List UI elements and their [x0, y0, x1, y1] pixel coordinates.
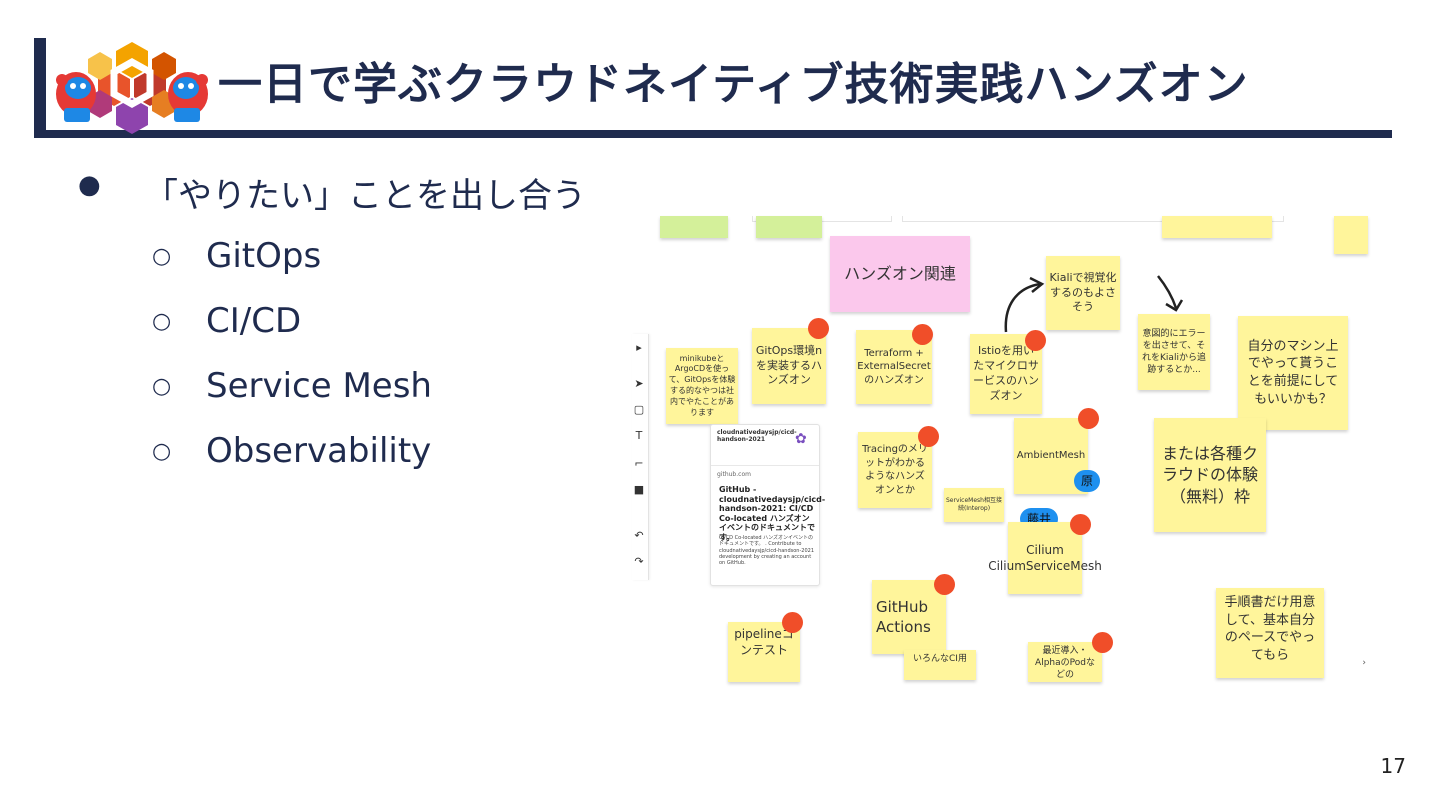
vote-dot [918, 426, 939, 447]
card-site: github.com [717, 471, 751, 478]
vote-dot [934, 574, 955, 595]
select-tool-icon[interactable]: ▸ [636, 341, 642, 354]
card-repo: cloudnativedaysjp/cicd-handson-2021 [717, 429, 797, 444]
board-frame-edge [752, 216, 892, 222]
header-underline [34, 130, 1392, 138]
section-label-note: ハンズオン関連 [830, 236, 970, 312]
sticky-note: Cilium CiliumServiceMesh [988, 522, 1102, 594]
bullet-circle-icon: ○ [152, 374, 172, 399]
frame-tool-icon[interactable]: ⌐ [634, 457, 644, 470]
link-preview-card[interactable]: cloudnativedaysjp/cicd-handson-2021 ✿ gi… [710, 424, 826, 586]
whiteboard-screenshot: ▸ ➤ ▢ T ⌐ ■ ↶ ↷ ハンズオン関連 minikubeとArgoCDを… [632, 216, 1368, 682]
sticky-note: Kialiで視覚化するのもよさそう [1046, 256, 1120, 330]
board-toolbar[interactable]: ▸ ➤ ▢ T ⌐ ■ ↶ ↷ [632, 334, 649, 580]
arrow-curve-icon [1004, 276, 1045, 333]
slide-title: 一日で学ぶクラウドネイティブ技術実践ハンズオン [218, 59, 1249, 110]
vote-dot [1070, 514, 1091, 535]
sticky-note: 自分のマシン上でやって貰うことを前提にしてもいいかも？ [1238, 316, 1348, 430]
sticky-note [1162, 216, 1272, 238]
sticky-note: 手順書だけ用意して、基本自分のペースでやってもら [1216, 588, 1324, 678]
scroll-right-icon[interactable]: › [1362, 658, 1366, 668]
vote-dot [912, 324, 933, 345]
sticky-note: Istioを用いたマイクロサービスのハンズオン [970, 334, 1042, 414]
arrow-down-icon [1157, 275, 1184, 312]
sticky-note: または各種クラウドの体験（無料）枠 [1154, 418, 1266, 532]
sticky-note [660, 216, 728, 238]
board-frame-edge [902, 216, 1284, 222]
bullet-dot-icon: ● [78, 170, 101, 200]
sticky-note: ServiceMesh相互接続(Interop) [944, 488, 1004, 522]
sticky-note: Tracingのメリットがわかるようなハンズオンとか [858, 432, 932, 508]
bullet-circle-icon: ○ [152, 439, 172, 464]
vote-dot [1025, 330, 1046, 351]
header-accent-bar [34, 38, 46, 136]
sticky-note: minikubeとArgoCDを使って、GitOpsを体験する的なやつは社内でや… [666, 348, 738, 424]
vote-dot [808, 318, 829, 339]
sub-bullet-text: CI/CD [206, 301, 302, 341]
vote-dot [1078, 408, 1099, 429]
user-tag: 原 [1074, 470, 1101, 492]
sticky-note [756, 216, 822, 238]
note-tool-icon[interactable]: ▢ [633, 403, 645, 416]
logo-icon [56, 42, 208, 134]
sub-bullet-text: Service Mesh [206, 366, 432, 406]
sticky-note [1334, 216, 1368, 254]
cncf-logo-icon: ✿ [795, 431, 807, 447]
card-headline: GitHub - cloudnativedaysjp/cicd-handson-… [719, 485, 826, 542]
vote-dot [782, 612, 803, 633]
page-number: 17 [1380, 754, 1406, 778]
card-divider [711, 465, 819, 466]
card-description: CI/CD Co-located ハンズオンイベントのドキュメントです。 . C… [719, 535, 815, 566]
text-tool-icon[interactable]: T [635, 429, 643, 442]
cursor-tool-icon[interactable]: ➤ [634, 377, 644, 390]
redo-icon[interactable]: ↷ [634, 555, 644, 568]
shape-tool-icon[interactable]: ■ [633, 483, 645, 496]
sticky-note: GitOps環境nを実装するハンズオン [752, 328, 826, 404]
sticky-note: 意図的にエラーを出させて、それをKialiから追跡するとか... [1138, 314, 1210, 390]
bullet-circle-icon: ○ [152, 309, 172, 334]
undo-icon[interactable]: ↶ [634, 529, 644, 542]
sub-bullet-text: GitOps [206, 236, 322, 276]
sub-bullet-text: Observability [206, 431, 432, 471]
bullet-circle-icon: ○ [152, 244, 172, 269]
sticky-note: GitHub Actions [872, 580, 946, 654]
main-bullet-text: 「やりたい」ことを出し合う [144, 176, 586, 216]
sticky-note: いろんなCI用 [904, 650, 976, 680]
vote-dot [1092, 632, 1113, 653]
sticky-note: 最近導入・AlphaのPodなどの [1028, 642, 1102, 682]
